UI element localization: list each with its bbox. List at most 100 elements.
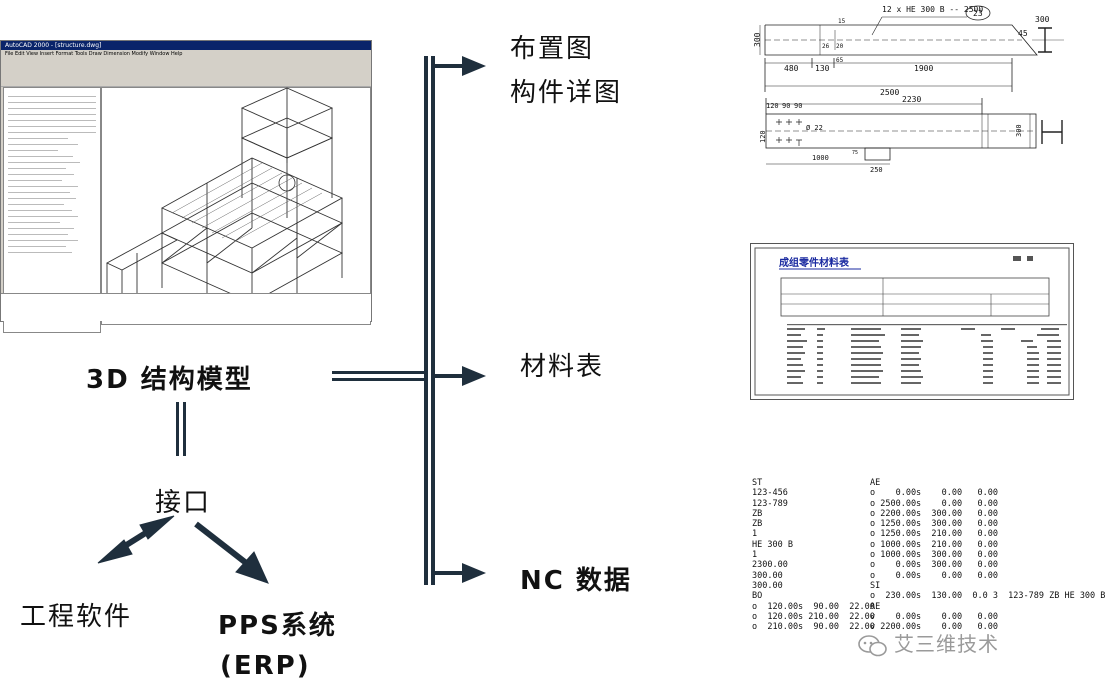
- branch-layout: [435, 64, 465, 68]
- arrow-head-interface: [139, 515, 175, 540]
- detail-drawing: 12 x HE 300 B -- 2500 23 480 130 1900 25…: [753, 5, 1064, 174]
- cad-tree-panel: [3, 87, 101, 333]
- node-3d-model: 3D 结构模型: [86, 359, 253, 396]
- node-bom: 材料表: [520, 352, 605, 382]
- arrow-head-pps: [235, 551, 269, 584]
- cad-menubar: File Edit View Insert Format Tools Draw …: [5, 51, 183, 57]
- watermark: 艾三维技术: [858, 628, 999, 657]
- nc-left-line: o 120.00s 210.00 22.00: [752, 611, 875, 622]
- nc-right-line: o 0.00s 0.00 0.00: [870, 488, 998, 499]
- nc-left-line: HE 300 B: [752, 539, 793, 550]
- nc-left-line: 123-789: [752, 498, 788, 509]
- drawing-bot-small: 75: [852, 150, 858, 156]
- nc-right-line: o 2200.00s 300.00 0.00: [870, 508, 998, 519]
- nc-right-line: v 2200.00s 0.00 0.00: [870, 622, 998, 633]
- nc-right-line: v 0.00s 0.00 0.00: [870, 611, 998, 622]
- cad-toolbar-3: [1, 78, 371, 87]
- drawing-dim-top-right: 300: [1035, 15, 1050, 24]
- drawing-bot-dim-1: 120: [766, 102, 779, 110]
- drawing-small-dim-1: 15: [838, 18, 846, 25]
- nc-right-line: SI: [870, 580, 881, 591]
- beam-top-outline: [764, 24, 1038, 56]
- bom-sheet-title: 成组零件材料表: [779, 256, 850, 269]
- node-3d-model-text: 3D 结构模型: [86, 365, 253, 395]
- nc-right-line: o 0.00s 0.00 0.00: [870, 570, 998, 581]
- drawing-dim-480: 480: [784, 64, 799, 73]
- cad-3d-viewport: [101, 87, 371, 325]
- drawing-dim-angle: 45: [1018, 29, 1028, 38]
- drawing-bot-dim-250: 250: [870, 166, 883, 174]
- nc-right-line: o 0.00s 300.00 0.00: [870, 560, 998, 571]
- arrow-head-bom: [462, 366, 486, 386]
- spine-link-bottom: [332, 378, 425, 381]
- cad-screenshot: AutoCAD 2000 - [structure.dwg] File Edit…: [0, 40, 372, 333]
- nc-left-line: 300.00: [752, 570, 783, 581]
- drawing-dim-130: 130: [815, 64, 830, 73]
- arrow-head-layout: [462, 56, 486, 76]
- drawing-bot-dim-2: 90: [782, 102, 790, 110]
- nc-left-line: o 120.00s 90.00 22.00: [752, 601, 875, 612]
- nc-left-line: ZB: [752, 519, 763, 530]
- bom-sheet-graphic: 成组零件材料表: [754, 247, 1070, 396]
- bom-sheet: 成组零件材料表: [750, 243, 1074, 400]
- node-nc-data-text: NC 数据: [520, 566, 632, 596]
- spine-left: [424, 56, 428, 585]
- drawing-bot-right: 300: [1015, 124, 1023, 137]
- arrows-layer: [97, 56, 486, 585]
- nc-left-line: ZB: [752, 508, 763, 519]
- drawing-bot-hole: Ø 22: [806, 124, 823, 132]
- cad-titlebar: AutoCAD 2000 - [structure.dwg]: [1, 41, 371, 50]
- nc-left-line: 2300.00: [752, 560, 788, 571]
- nc-left-line: 1: [752, 529, 758, 540]
- nc-right-line: o 1250.00s 210.00 0.00: [870, 529, 998, 540]
- drawing-small-dim-4: 65: [836, 57, 844, 64]
- drawing-bot-dim-3: 90: [794, 102, 802, 110]
- drawing-dim-height: 300: [753, 32, 762, 47]
- spine-link-top: [332, 371, 425, 374]
- nc-left-line: 123-456: [752, 488, 788, 499]
- nc-left-line: 300.00: [752, 580, 783, 591]
- drawing-bot-left: 120: [759, 130, 767, 143]
- drawing-bot-total: 2230: [902, 95, 921, 104]
- drawing-bot-dim-1000: 1000: [812, 154, 829, 162]
- nc-left-line: 1: [752, 550, 758, 561]
- node-layout-drawing: 布置图: [510, 34, 595, 64]
- bom-table-rows: [787, 324, 1067, 384]
- nc-right-line: o 230.00s 130.00 0.0 3 123-789 ZB HE 300…: [870, 591, 1105, 602]
- structure-wireframe: [106, 87, 344, 318]
- link-bar-right: [183, 402, 186, 456]
- drawing-top-mark: 23: [973, 9, 983, 18]
- drawing-top-callout: 12 x HE 300 B -- 2500: [882, 5, 983, 14]
- nc-left-line: BO: [752, 591, 763, 602]
- node-interface: 接口: [155, 488, 212, 518]
- nc-left-line: o 210.00s 90.00 22.00: [752, 622, 875, 633]
- chat-bubbles-icon: [858, 634, 887, 656]
- arrow-head-software: [97, 539, 133, 564]
- node-pps: PPS系统: [218, 611, 337, 641]
- node-detail-drawing: 构件详图: [510, 78, 623, 108]
- arrow-head-nc: [462, 563, 486, 583]
- drawing-dim-2500: 2500: [880, 88, 899, 97]
- watermark-text: 艾三维技术: [894, 632, 999, 656]
- node-engineering-software: 工程软件: [20, 602, 133, 632]
- nc-left-line: ST: [752, 478, 763, 488]
- nc-right-line: o 1250.00s 300.00 0.00: [870, 519, 998, 530]
- nc-right-line: o 1000.00s 300.00 0.00: [870, 550, 998, 561]
- branch-nc: [435, 571, 465, 575]
- cad-command-line: [1, 293, 371, 321]
- node-erp: (ERP): [220, 651, 311, 681]
- link-bar-left: [176, 402, 179, 456]
- arrow-to-pps-shaft: [194, 521, 252, 569]
- branch-bom: [435, 374, 465, 378]
- spine-right: [431, 56, 435, 585]
- drawing-small-dim-2: 26: [822, 43, 830, 50]
- nc-right-line: AE: [870, 601, 881, 612]
- nc-right-line: o 1000.00s 210.00 0.00: [870, 539, 998, 550]
- node-nc-data: NC 数据: [520, 560, 632, 597]
- i-section-bottom: [1041, 120, 1063, 144]
- drawing-dim-1900: 1900: [914, 64, 933, 73]
- nc-right-line: o 2500.00s 0.00 0.00: [870, 498, 998, 509]
